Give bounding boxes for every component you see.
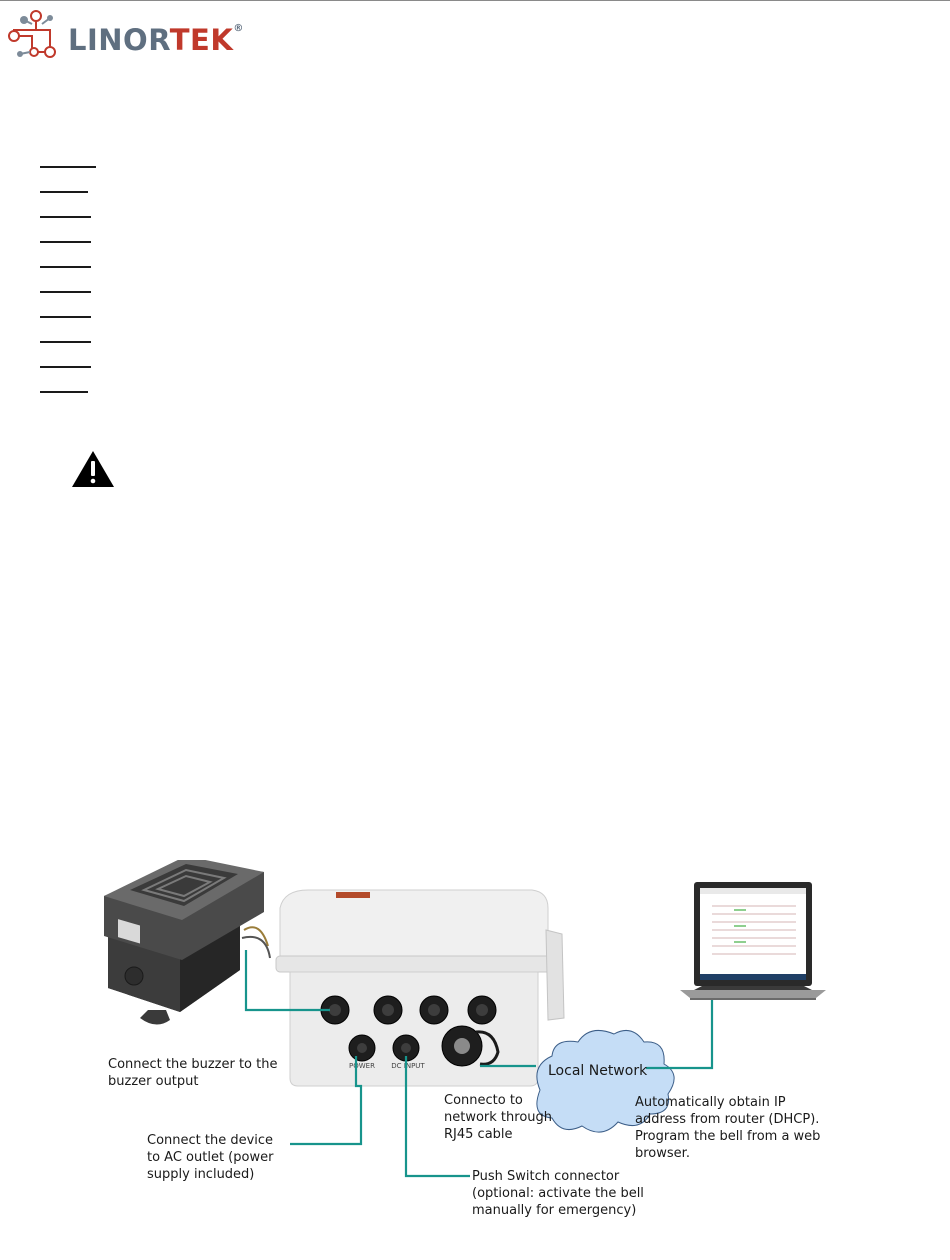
linortek-logo: LINORTEK® [6, 8, 243, 64]
port-dc-label: DC INPUT [391, 1062, 425, 1070]
local-network-cloud [536, 1029, 675, 1133]
power-label: Connect the device to AC outlet (power s… [147, 1133, 274, 1182]
cloud-label: Local Network [548, 1063, 648, 1079]
warning-triangle-icon [71, 450, 115, 493]
connection-diagram: POWER DC INPUT [100, 856, 860, 1240]
header-rule [0, 0, 950, 1]
logo-wordmark: LINORTEK® [68, 23, 244, 57]
port-power-label: POWER [349, 1062, 375, 1070]
diagram-artwork: POWER DC INPUT [104, 856, 826, 1178]
dhcp-label: Automatically obtain IP address from rou… [635, 1095, 821, 1161]
connector-lines [244, 950, 714, 1178]
buzzer-image [104, 856, 271, 1025]
buzzer-label: Connect the buzzer to the buzzer output [108, 1057, 278, 1089]
laptop-image [680, 882, 826, 1000]
push-switch-label: Push Switch connector (optional: activat… [472, 1169, 644, 1218]
circuit-logo-icon [8, 10, 56, 58]
network-port-label: Connecto to network through RJ45 cable [444, 1093, 553, 1142]
bell-controller-image: POWER DC INPUT [275, 889, 565, 1087]
